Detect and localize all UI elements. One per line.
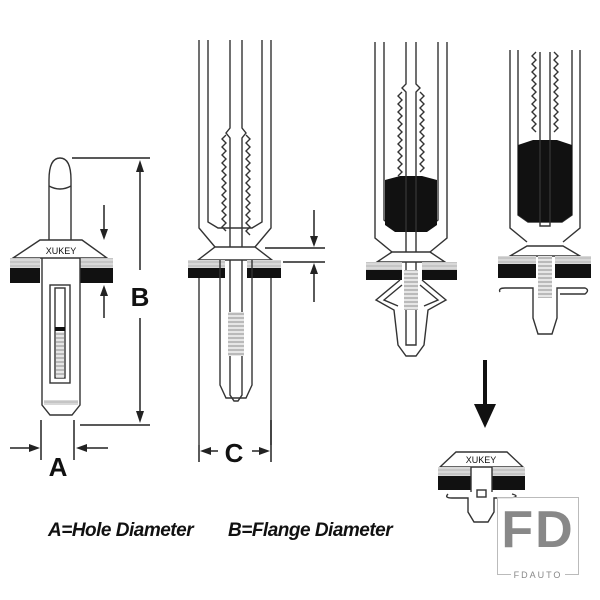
panel-black-left <box>498 264 536 278</box>
slot-thread <box>56 332 64 378</box>
panel-black-left <box>366 270 402 280</box>
dim-c-arrow-left <box>200 447 211 455</box>
panel-hatch-left <box>438 467 471 476</box>
tool-pin <box>539 52 551 227</box>
panel-hatch-right <box>492 467 525 476</box>
pin-head <box>48 157 72 240</box>
dim-a-arrow-left <box>76 444 87 452</box>
center-pin <box>476 489 487 498</box>
expanded-legs <box>374 279 448 357</box>
flange <box>195 246 275 261</box>
tool-pin <box>401 42 421 346</box>
body-thread <box>228 312 244 356</box>
fastener-with-dimensions: XUKEY B A <box>10 157 150 482</box>
panel-hatch-left <box>188 260 225 268</box>
dim-b-label: B <box>131 282 150 312</box>
panel-black-right <box>492 476 525 490</box>
tool-inserted: C <box>188 40 325 468</box>
panel-hatch-left <box>498 256 536 264</box>
legend-hole-diameter: A=Hole Diameter <box>48 520 194 541</box>
dim-a-label: A <box>49 452 68 482</box>
thread-left <box>531 51 537 133</box>
panel-black-left <box>188 268 225 278</box>
thread-right <box>419 91 425 173</box>
panel-hatch-right <box>422 262 457 270</box>
watermark-text: FDAUTO <box>498 570 578 580</box>
tool-piston <box>385 176 437 232</box>
dim-gap-arrow-up <box>310 263 318 274</box>
dim-flange-arrow-up <box>100 285 108 296</box>
body-thread <box>404 270 418 310</box>
pin-break-line <box>48 185 72 190</box>
down-arrow-head <box>474 404 496 428</box>
body-walls <box>198 278 272 445</box>
body-inner <box>219 260 253 399</box>
tool-outer-left <box>509 50 528 243</box>
tool-outer-left <box>198 40 216 248</box>
tool-inner <box>207 40 263 229</box>
dim-a-arrow-right <box>29 444 40 452</box>
legend-flange-diameter: B=Flange Diameter <box>228 520 393 541</box>
tool-outer-right <box>254 40 272 248</box>
tool-piston <box>518 140 572 222</box>
body-walls <box>470 467 493 492</box>
expanded-legs-inner <box>382 284 440 307</box>
panel-black-left <box>10 268 40 283</box>
installed-result: XUKEY <box>438 451 525 523</box>
dim-b-arrow-up <box>136 160 144 172</box>
panel-hatch-left <box>366 262 402 270</box>
flange <box>10 239 110 259</box>
watermark-text-label: FDAUTO <box>510 570 566 580</box>
rivet-expanded <box>498 50 591 335</box>
dim-flange-arrow-down <box>100 229 108 240</box>
tool-pressing <box>366 42 457 357</box>
panel-hatch-left <box>10 258 40 268</box>
flange <box>507 245 583 257</box>
panel-black-left <box>438 476 471 490</box>
dim-b-arrow-down <box>136 411 144 423</box>
panel-black-right <box>80 268 113 283</box>
dim-gap-arrow-down <box>310 236 318 247</box>
dim-c-label: C <box>225 438 244 468</box>
body-thread <box>538 256 552 298</box>
watermark: FD FDAUTO <box>497 497 579 580</box>
body-tip-hatch <box>44 400 78 405</box>
panel-black-right <box>247 268 281 278</box>
thread-left <box>221 134 227 232</box>
tool-outer-left <box>374 42 393 253</box>
panel-hatch-right <box>555 256 591 264</box>
panel-hatch-right <box>247 260 281 268</box>
tool-outer-right <box>562 50 581 243</box>
brand-label: XUKEY <box>46 246 77 256</box>
flange <box>374 251 448 263</box>
tool-outer-right <box>429 42 448 253</box>
thread-left <box>397 91 403 177</box>
body-slot <box>49 284 71 384</box>
expanded-tip <box>445 493 517 523</box>
down-arrow <box>474 360 496 428</box>
result-brand-label: XUKEY <box>466 455 497 465</box>
dim-c-arrow-right <box>259 447 270 455</box>
watermark-logo: FD <box>501 501 575 559</box>
expanded-tip <box>498 287 589 335</box>
slot-marker <box>55 327 65 331</box>
thread-right <box>245 134 251 236</box>
panel-black-right <box>555 264 591 278</box>
thread-right <box>553 51 559 133</box>
panel-black-right <box>422 270 457 280</box>
tool-pin <box>225 40 247 402</box>
rivet-body <box>41 258 81 416</box>
panel-hatch-right <box>80 258 113 268</box>
